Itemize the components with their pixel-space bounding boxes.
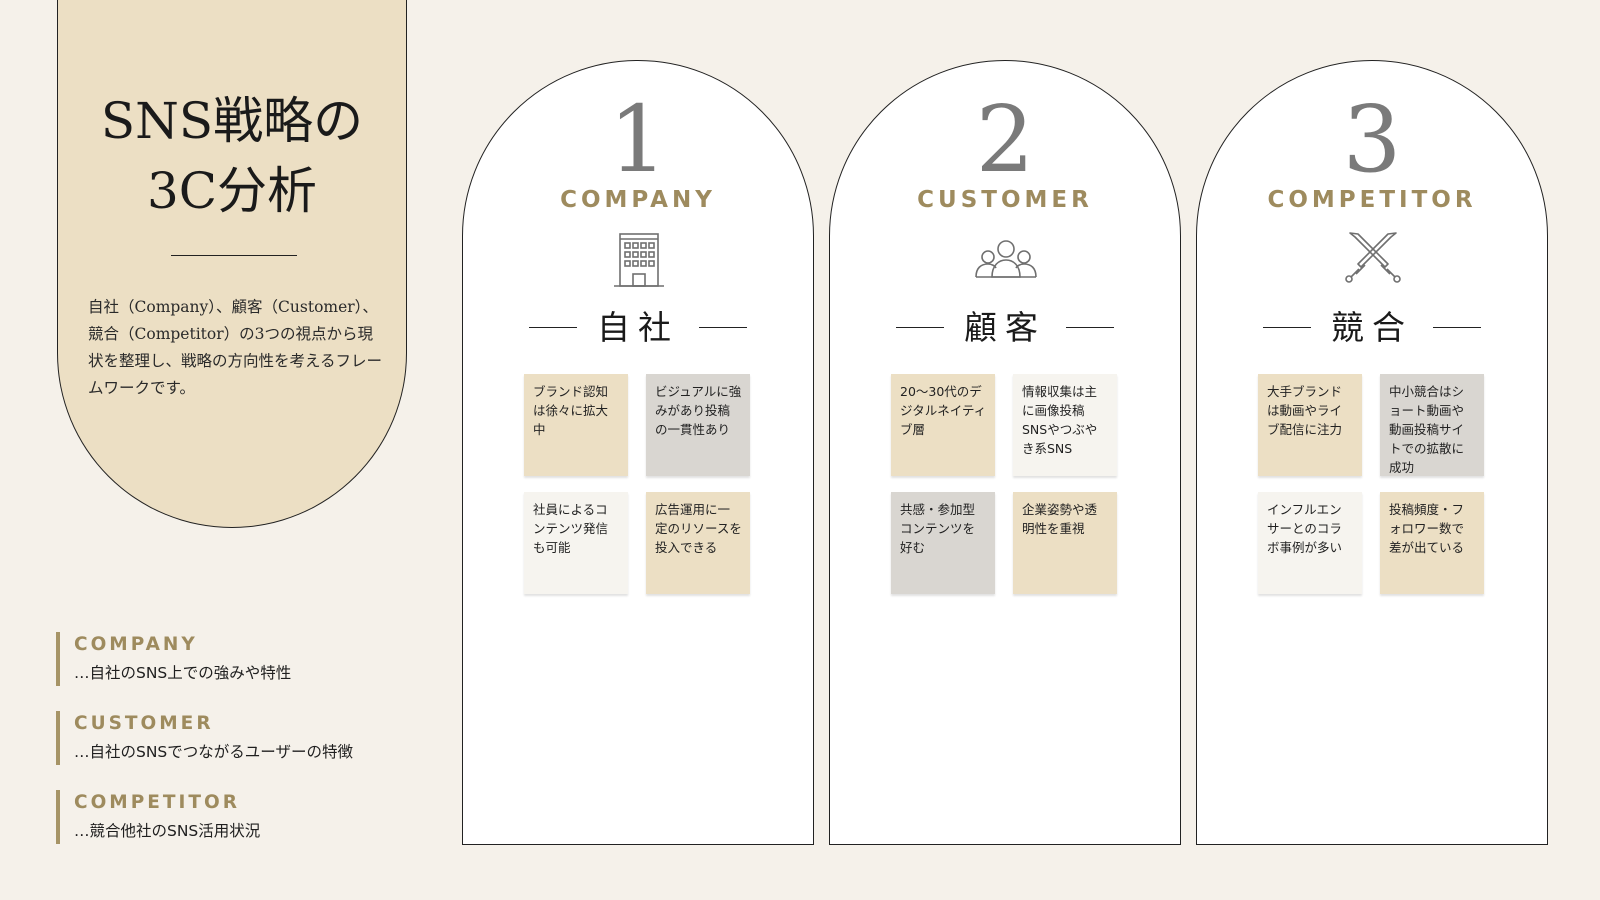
legend-item-competitor: COMPETITOR …競合他社のSNS活用状況 — [56, 790, 436, 844]
sticky-note: 社員によるコンテンツ発信も可能 — [524, 492, 628, 594]
heading-rule — [699, 327, 747, 328]
sticky-note: 広告運用に一定のリソースを投入できる — [646, 492, 750, 594]
sticky-note: 情報収集は主に画像投稿SNSやつぶやき系SNS — [1013, 374, 1117, 476]
legend-description: …自社のSNSでつながるユーザーの特徴 — [74, 743, 353, 761]
intro-text: 自社（Company）、顧客（Customer）、競合（Competitor）の… — [88, 298, 383, 397]
building-icon — [604, 229, 674, 289]
card-japanese-heading: 競合 — [1331, 308, 1413, 347]
sticky-note: 共感・参加型コンテンツを好む — [891, 492, 995, 594]
card-japanese-heading: 自社 — [597, 308, 679, 347]
card-number: 3 — [1342, 86, 1402, 193]
legend-item-customer: CUSTOMER …自社のSNSでつながるユーザーの特徴 — [56, 711, 436, 765]
title-divider — [171, 255, 297, 256]
card-english-heading: COMPETITOR — [1267, 187, 1477, 213]
legend-item-company: COMPANY …自社のSNS上での強みや特性 — [56, 632, 436, 686]
card-customer: 2 CUSTOMER 顧客 20〜30代のデジタルネイティブ層 情報収集は主に画… — [829, 60, 1181, 845]
people-group-icon — [971, 229, 1041, 289]
heading-rule — [896, 327, 944, 328]
card-japanese-heading-row: 競合 — [1197, 305, 1547, 351]
sticky-note: 20〜30代のデジタルネイティブ層 — [891, 374, 995, 476]
card-number: 2 — [975, 86, 1035, 193]
legend-description: …競合他社のSNS活用状況 — [74, 822, 261, 840]
heading-rule — [1263, 327, 1311, 328]
sticky-note: 中小競合はショート動画や動画投稿サイトでの拡散に成功 — [1380, 374, 1484, 476]
sticky-note: 大手ブランドは動画やライブ配信に注力 — [1258, 374, 1362, 476]
legend-heading: CUSTOMER — [74, 713, 214, 734]
card-japanese-heading-row: 自社 — [463, 305, 813, 351]
card-competitor: 3 COMPETITOR 競合 大手ブランドは動画やライブ配信に注力 中小競合は… — [1196, 60, 1548, 845]
legend-heading: COMPANY — [74, 634, 198, 655]
legend-description: …自社のSNS上での強みや特性 — [74, 664, 292, 682]
heading-rule — [1066, 327, 1114, 328]
title-panel: SNS戦略の 3C分析 自社（Company）、顧客（Customer）、競合（… — [57, 0, 407, 528]
crossed-swords-icon — [1338, 229, 1408, 289]
sticky-note: 投稿頻度・フォロワー数で差が出ている — [1380, 492, 1484, 594]
page-title: SNS戦略の 3C分析 — [58, 86, 406, 226]
legend: COMPANY …自社のSNS上での強みや特性 CUSTOMER …自社のSNS… — [56, 632, 436, 869]
page-title-line2: 3C分析 — [146, 162, 318, 220]
heading-rule — [1433, 327, 1481, 328]
card-number: 1 — [608, 86, 668, 193]
page-title-line1: SNS戦略の — [100, 92, 364, 150]
card-english-heading: CUSTOMER — [917, 187, 1093, 213]
card-company: 1 COMPANY 自社 ブランド認知は徐々に拡大中 ビジュアルに強みがあり投稿… — [462, 60, 814, 845]
sticky-note: インフルエンサーとのコラボ事例が多い — [1258, 492, 1362, 594]
legend-heading: COMPETITOR — [74, 792, 241, 813]
sticky-note: ブランド認知は徐々に拡大中 — [524, 374, 628, 476]
sticky-note: ビジュアルに強みがあり投稿の一貫性あり — [646, 374, 750, 476]
sticky-note: 企業姿勢や透明性を重視 — [1013, 492, 1117, 594]
card-english-heading: COMPANY — [560, 187, 716, 213]
card-japanese-heading: 顧客 — [964, 308, 1046, 347]
heading-rule — [529, 327, 577, 328]
card-japanese-heading-row: 顧客 — [830, 305, 1180, 351]
